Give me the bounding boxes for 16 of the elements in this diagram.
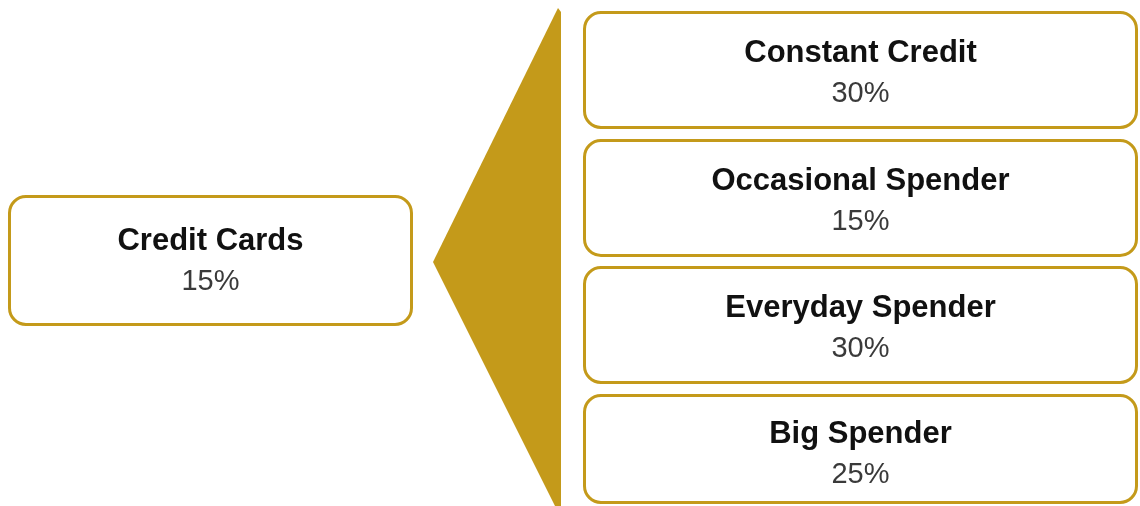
percentage-value: 30% <box>831 75 890 110</box>
category-title: Constant Credit <box>744 33 977 71</box>
percentage-value: 15% <box>831 203 890 238</box>
fan-bracket <box>433 8 561 506</box>
percentage-value: 15% <box>181 263 240 298</box>
category-title: Everyday Spender <box>725 288 996 326</box>
category-box <box>8 195 413 326</box>
category-title: Occasional Spender <box>711 161 1010 199</box>
category-box <box>583 11 1138 129</box>
category-box <box>583 266 1138 384</box>
category-box <box>583 139 1138 257</box>
percentage-value: 30% <box>831 330 890 365</box>
category-title: Big Spender <box>769 414 952 452</box>
category-title: Credit Cards <box>117 221 304 259</box>
category-box <box>583 394 1138 504</box>
percentage-value: 25% <box>831 456 890 491</box>
